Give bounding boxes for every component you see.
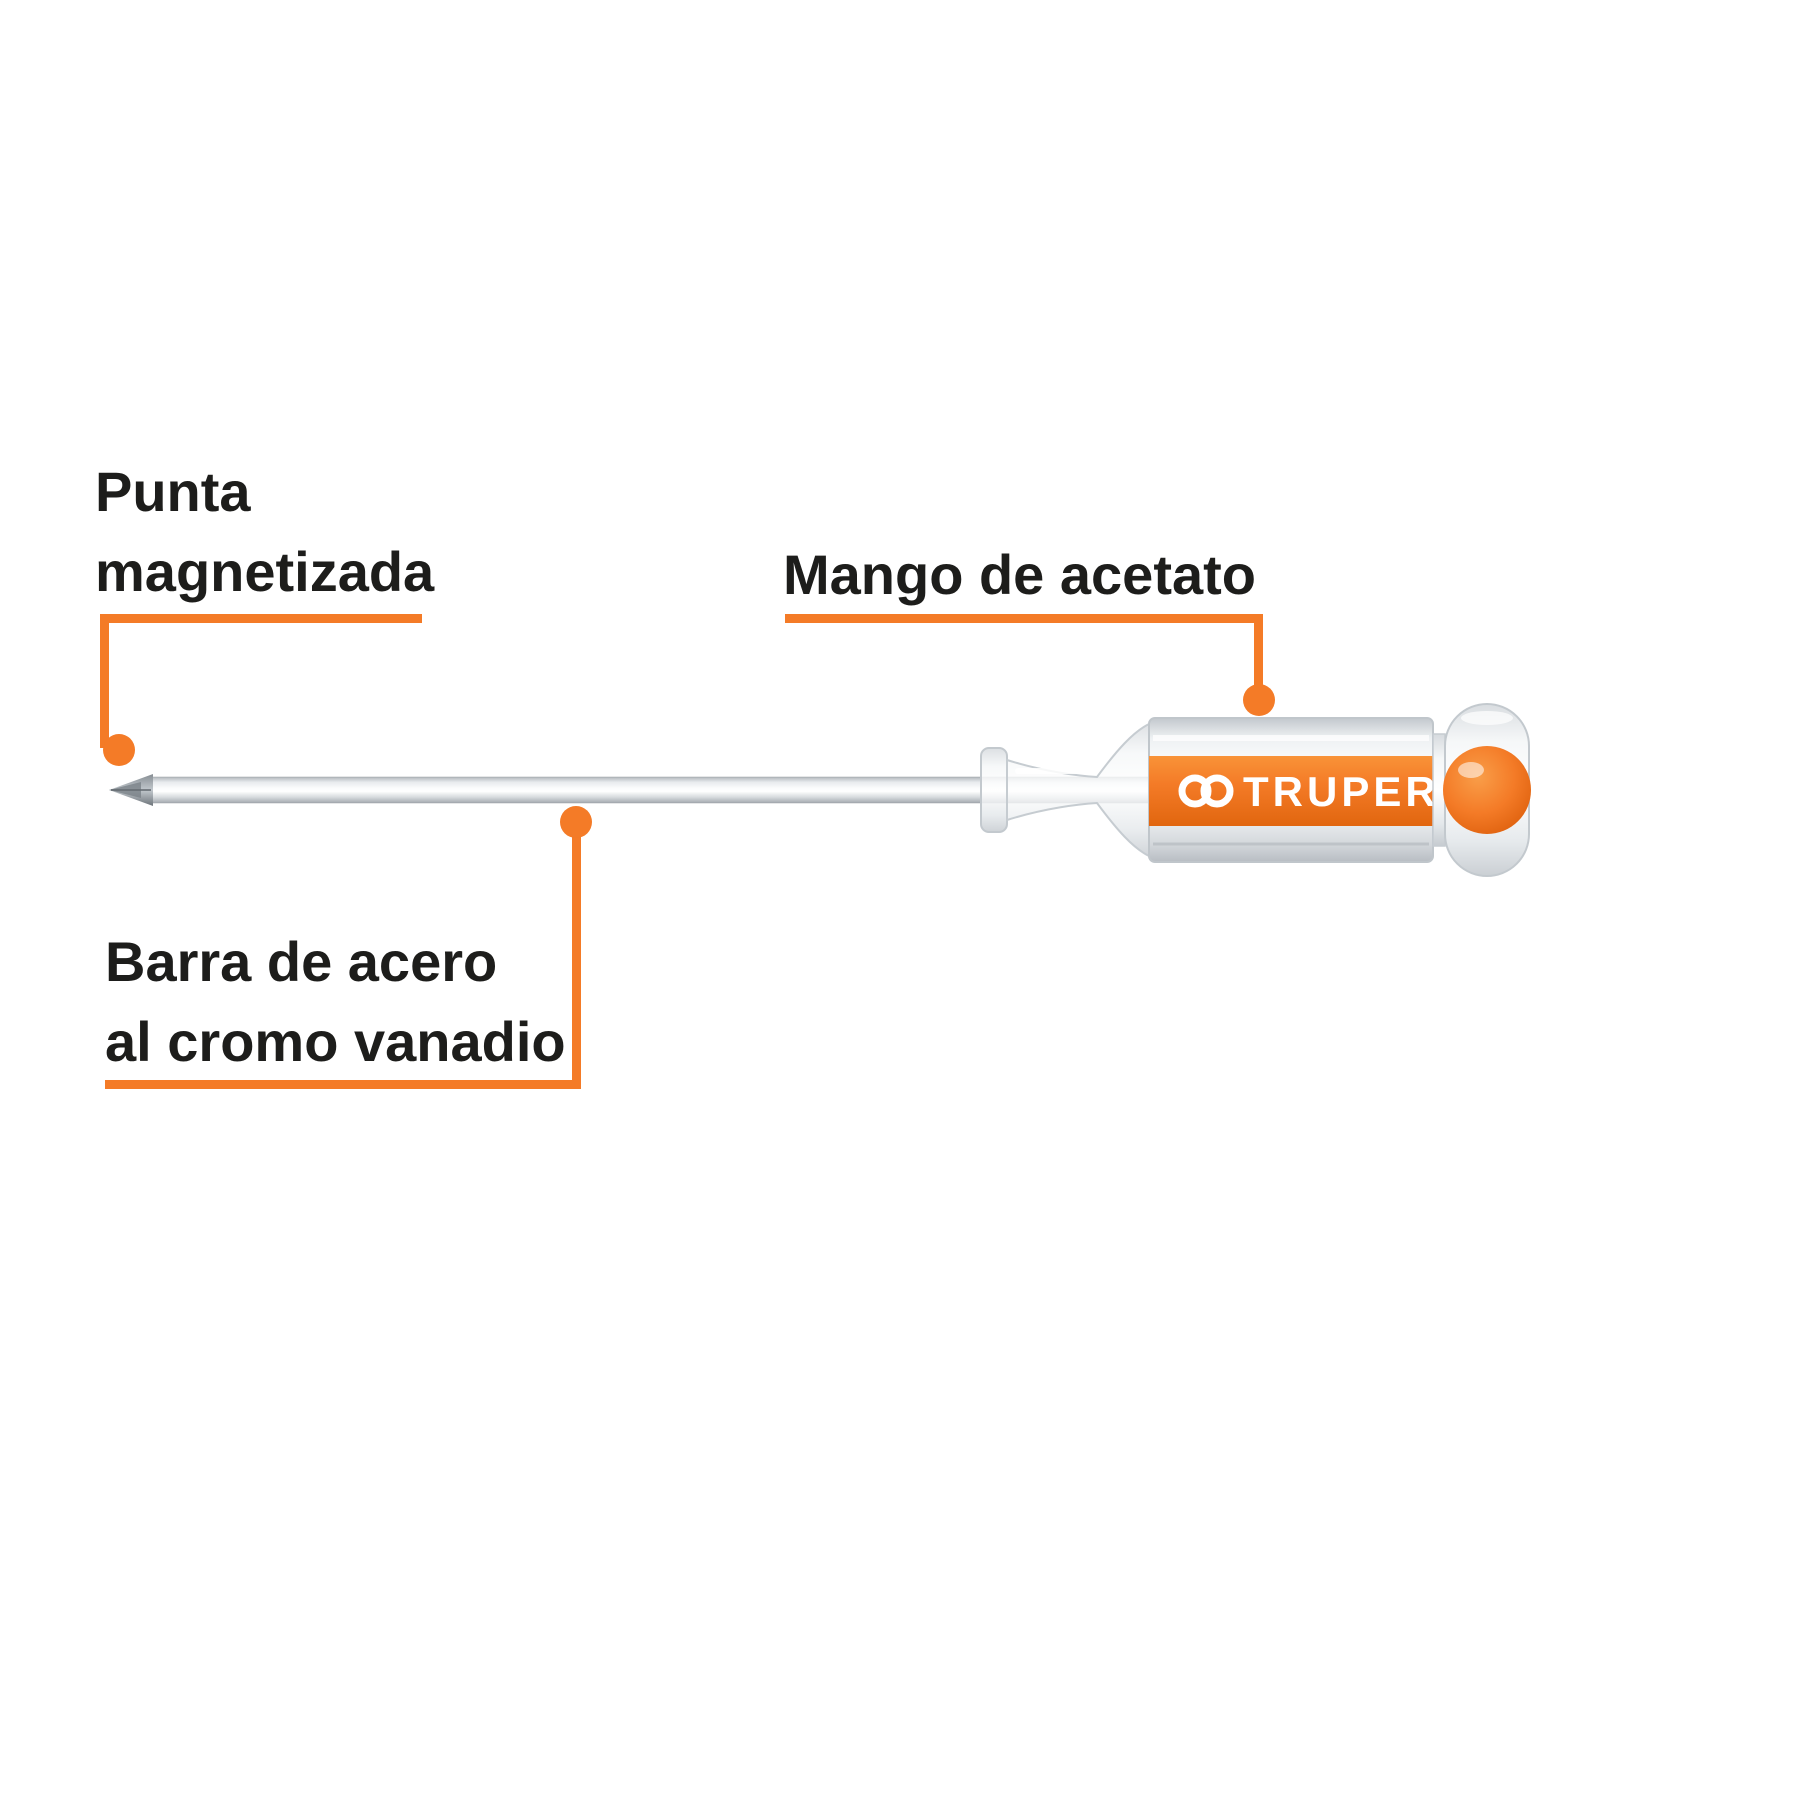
leader-line-tip-vertical bbox=[100, 614, 109, 748]
leader-dot-shaft bbox=[560, 806, 592, 838]
truper-logo-icon bbox=[1178, 774, 1234, 808]
label-punta-line1: Punta bbox=[95, 460, 251, 523]
leader-line-shaft-vertical bbox=[572, 824, 581, 1089]
brand-text: TRUPER bbox=[1243, 768, 1440, 815]
label-barra-de-acero: Barra de acero al cromo vanadio bbox=[105, 922, 566, 1081]
leader-line-handle-horizontal bbox=[785, 614, 1263, 623]
label-punta-line2: magnetizada bbox=[95, 539, 435, 603]
leader-dot-handle bbox=[1243, 684, 1275, 716]
label-mango-de-acetato: Mango de acetato bbox=[783, 535, 1256, 615]
ferrule bbox=[980, 722, 1150, 858]
brand-band: TRUPER bbox=[1149, 756, 1440, 826]
phillips-tip bbox=[109, 774, 153, 806]
leader-line-handle-vertical bbox=[1254, 614, 1263, 698]
leader-dot-tip bbox=[103, 734, 135, 766]
label-barra-line1: Barra de acero bbox=[105, 930, 498, 993]
label-mango-line1: Mango de acetato bbox=[783, 543, 1256, 606]
leader-line-shaft-horizontal bbox=[105, 1080, 581, 1089]
leader-line-tip-horizontal bbox=[100, 614, 422, 623]
label-punta-magnetizada: Punta magnetizada bbox=[95, 452, 434, 611]
label-barra-line2: al cromo vanadio bbox=[105, 1009, 566, 1073]
screwdriver-svg: TRUPER bbox=[109, 703, 1531, 877]
end-cap bbox=[1443, 703, 1531, 877]
screwdriver-illustration: TRUPER bbox=[95, 690, 1545, 890]
end-cap-orange-disc bbox=[1443, 746, 1531, 834]
